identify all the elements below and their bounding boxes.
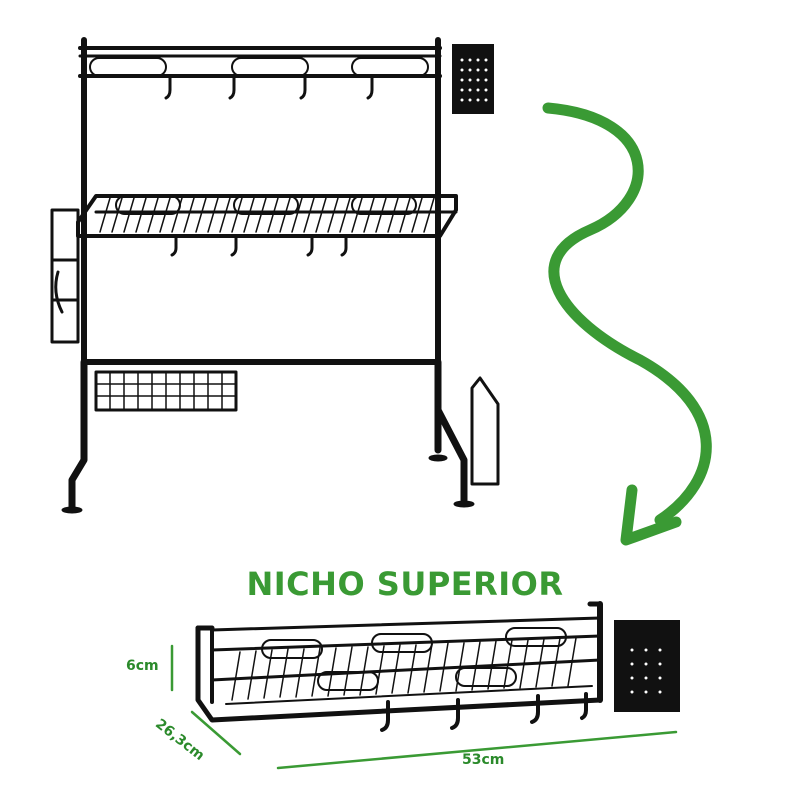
width-label: 53cm	[462, 752, 505, 768]
curved-down-arrow-icon	[542, 102, 712, 526]
depth-dimension-line	[190, 710, 242, 756]
width-dimension-line	[276, 730, 678, 770]
section-title: NICHO SUPERIOR	[246, 565, 564, 603]
height-label: 6cm	[126, 658, 159, 674]
